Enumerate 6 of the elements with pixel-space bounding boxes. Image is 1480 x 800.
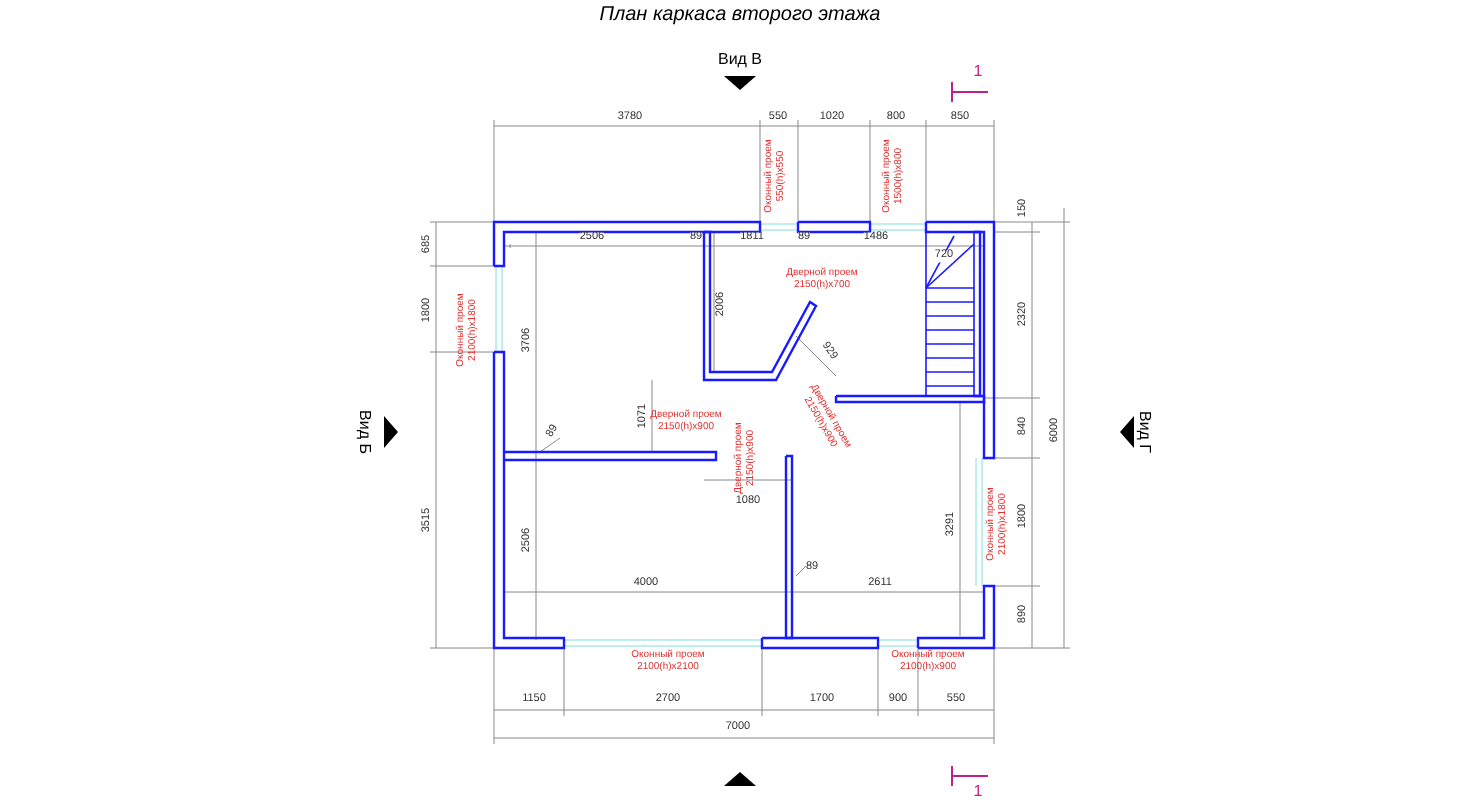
- plan-title: План каркаса второго этажа: [597, 4, 883, 26]
- view-label: Вид Г: [1136, 410, 1152, 454]
- view-label: Вид В: [717, 52, 763, 68]
- view-label: Вид Б: [356, 410, 372, 454]
- section-number: 1: [973, 784, 983, 800]
- section-number: 1: [973, 64, 983, 80]
